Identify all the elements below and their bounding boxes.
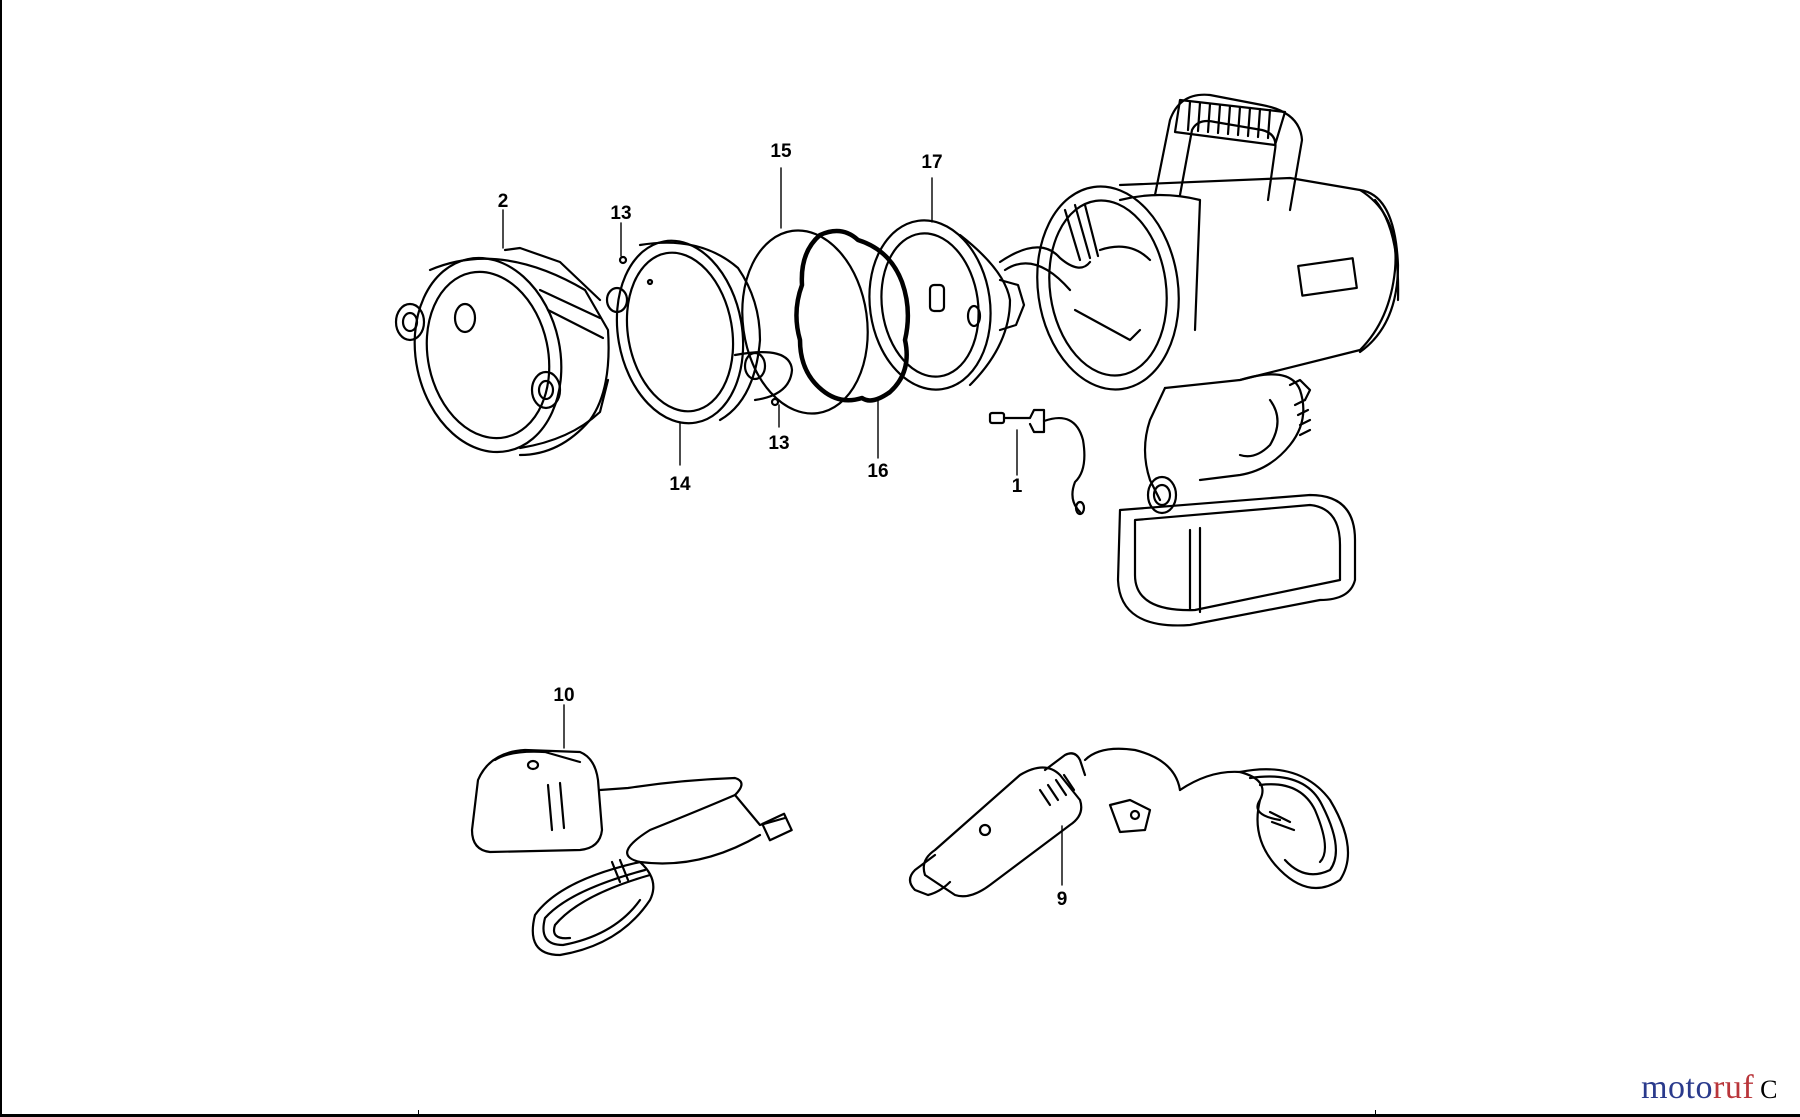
- part-17-reflector: [868, 219, 1092, 391]
- part-2-front-bezel: [394, 246, 610, 457]
- part-label-2: 2: [498, 191, 509, 212]
- watermark-part2: ruf: [1713, 1069, 1755, 1106]
- part-15-seal-ring: [741, 229, 869, 415]
- watermark-part1: moto: [1641, 1069, 1713, 1106]
- part-label-9: 9: [1057, 889, 1068, 910]
- part-label-13-top: 13: [610, 203, 631, 224]
- frame-left-border: [0, 0, 2, 1117]
- part-label-14: 14: [669, 474, 691, 495]
- part-13-screw-bottom: [770, 397, 780, 407]
- part-label-16: 16: [867, 461, 888, 482]
- part-16-o-ring: [794, 228, 911, 403]
- frame-bottom-border: [0, 1114, 1800, 1117]
- leader-lines: [502, 167, 1063, 886]
- part-13-screw-top: [618, 255, 628, 265]
- part-1-bulb-holder: [988, 408, 1086, 516]
- part-9-car-charger: [908, 747, 1350, 898]
- part-label-10: 10: [553, 685, 574, 706]
- part-label-15: 15: [770, 141, 792, 162]
- part-label-1: 1: [1012, 476, 1023, 497]
- part-14-lens-holder: [605, 239, 794, 425]
- watermark-suffix: C: [1760, 1075, 1778, 1104]
- spotlight-body: [1036, 93, 1400, 627]
- frame-tick: [418, 1110, 419, 1114]
- part-label-17: 17: [921, 152, 942, 173]
- frame-tick: [1375, 1110, 1376, 1114]
- part-label-13-bottom: 13: [768, 433, 789, 454]
- part-10-mains-charger: [470, 748, 793, 957]
